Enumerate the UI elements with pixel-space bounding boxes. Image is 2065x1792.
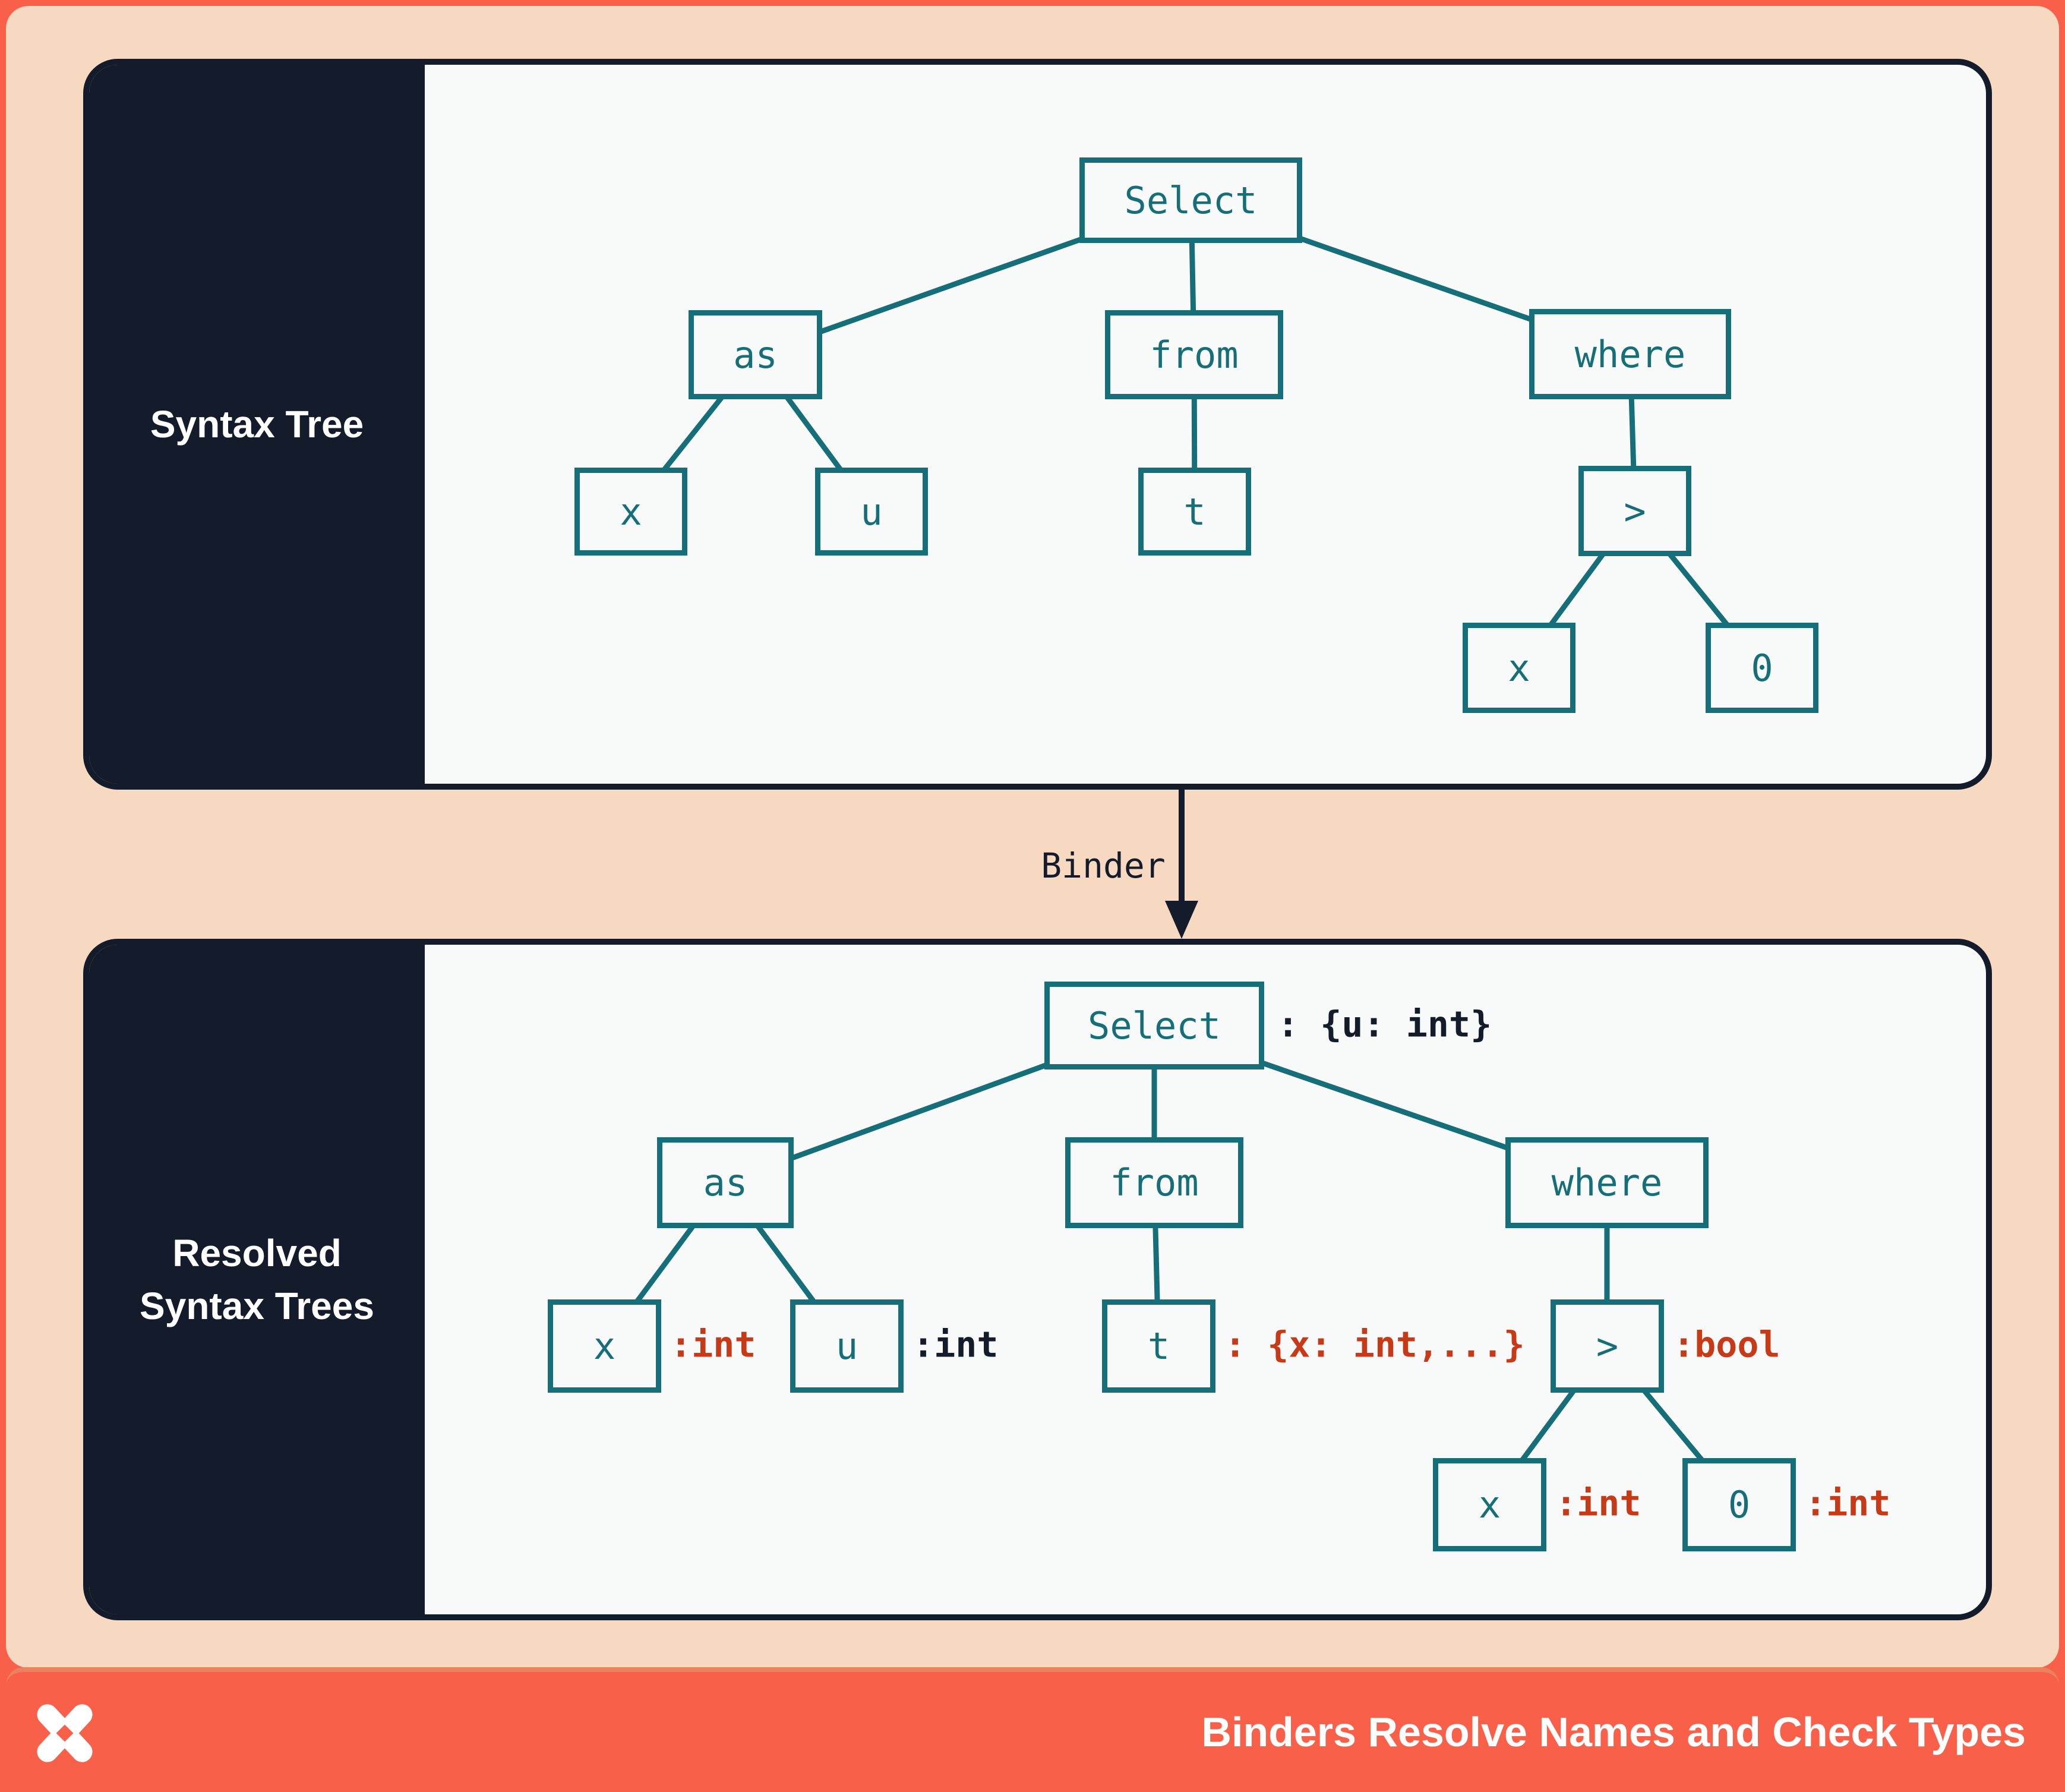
resolved-node-select: Select [1044, 982, 1264, 1069]
syntax-node-zero: 0 [1706, 623, 1818, 713]
node-label: from [1150, 333, 1239, 377]
node-label: > [1624, 489, 1646, 533]
node-label: 0 [1728, 1483, 1751, 1526]
resolved-node-x: x [548, 1299, 661, 1393]
syntax-node-gt: > [1578, 466, 1691, 556]
resolved-node-as: as [657, 1137, 794, 1228]
footer-bar: Binders Resolve Names and Check Types [6, 1667, 2059, 1792]
node-label: where [1551, 1161, 1663, 1204]
resolved-node-t: t [1102, 1299, 1215, 1393]
resolved-node-zero: 0 [1682, 1458, 1796, 1551]
node-label: u [860, 490, 883, 534]
node-label: 0 [1751, 646, 1773, 690]
node-label: x [1508, 646, 1530, 690]
binder-label: Binder [1041, 845, 1166, 886]
node-label: x [593, 1324, 616, 1368]
type-annotation-zero: :int [1805, 1482, 1891, 1525]
type-annotation-x-leaf: :int [1555, 1482, 1641, 1525]
syntax-node-where: where [1529, 309, 1731, 399]
type-annotation-select: : {u: int} [1277, 1004, 1492, 1046]
resolved-sidebar-line2: Syntax Trees [140, 1284, 374, 1327]
node-label: Select [1124, 178, 1258, 222]
syntax-tree-sidebar: Syntax Tree [89, 65, 425, 784]
resolved-node-from: from [1065, 1137, 1243, 1228]
resolved-node-u: u [790, 1299, 904, 1393]
resolved-node-gt: > [1551, 1299, 1664, 1393]
type-annotation-x: :int [670, 1324, 756, 1366]
node-label: as [733, 333, 778, 377]
footer-title: Binders Resolve Names and Check Types [1201, 1709, 2026, 1755]
syntax-node-t: t [1138, 468, 1251, 556]
syntax-node-select: Select [1079, 157, 1302, 243]
resolved-node-x-leaf: x [1433, 1458, 1546, 1551]
syntax-node-from: from [1105, 310, 1283, 399]
resolved-tree-sidebar-label: Resolved Syntax Trees [140, 1227, 374, 1332]
node-label: x [620, 490, 642, 534]
resolved-node-where: where [1505, 1137, 1709, 1228]
node-label: where [1574, 332, 1686, 376]
syntax-node-x: x [574, 468, 687, 556]
syntax-tree-sidebar-label: Syntax Tree [150, 402, 364, 446]
syntax-node-x-leaf: x [1463, 623, 1575, 713]
node-label: Select [1088, 1004, 1221, 1048]
node-label: t [1147, 1324, 1170, 1368]
node-label: t [1183, 490, 1206, 534]
node-label: > [1596, 1324, 1619, 1368]
resolved-sidebar-line1: Resolved [172, 1232, 342, 1275]
x-pinwheel-logo-icon [37, 1704, 93, 1762]
node-label: as [703, 1161, 748, 1204]
node-label: u [835, 1324, 858, 1368]
syntax-node-as: as [689, 310, 822, 399]
node-label: from [1110, 1161, 1199, 1204]
type-annotation-u: :int [912, 1324, 999, 1366]
type-annotation-t: : {x: int,...} [1224, 1324, 1525, 1366]
resolved-tree-sidebar: Resolved Syntax Trees [89, 945, 425, 1614]
syntax-node-u: u [815, 468, 928, 556]
type-annotation-gt: :bool [1673, 1324, 1780, 1366]
node-label: x [1478, 1483, 1501, 1526]
